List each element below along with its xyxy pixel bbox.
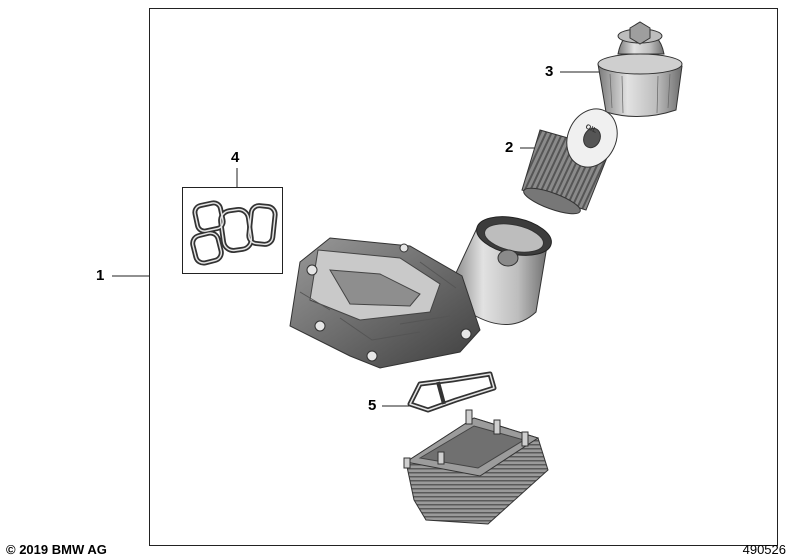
callout-4: 4 (231, 149, 240, 166)
callout-5: 5 (368, 397, 377, 414)
callout-2: 2 (505, 139, 514, 156)
diagram-number: 490526 (742, 542, 786, 557)
gasket-set (190, 200, 278, 266)
callout-3: 3 (545, 63, 554, 80)
filter-text: OIL (584, 123, 598, 135)
oil-cooler (403, 409, 549, 525)
diagram-frame (149, 8, 778, 546)
filter-cap (597, 21, 683, 118)
oil-filter-housing (289, 216, 552, 369)
gasket-set-box (182, 187, 283, 274)
copyright-text: © 2019 BMW AG (6, 542, 107, 557)
callout-1: 1 (96, 267, 105, 284)
oil-filter-element: OIL (521, 108, 618, 215)
heat-exchanger-gasket (407, 371, 497, 413)
